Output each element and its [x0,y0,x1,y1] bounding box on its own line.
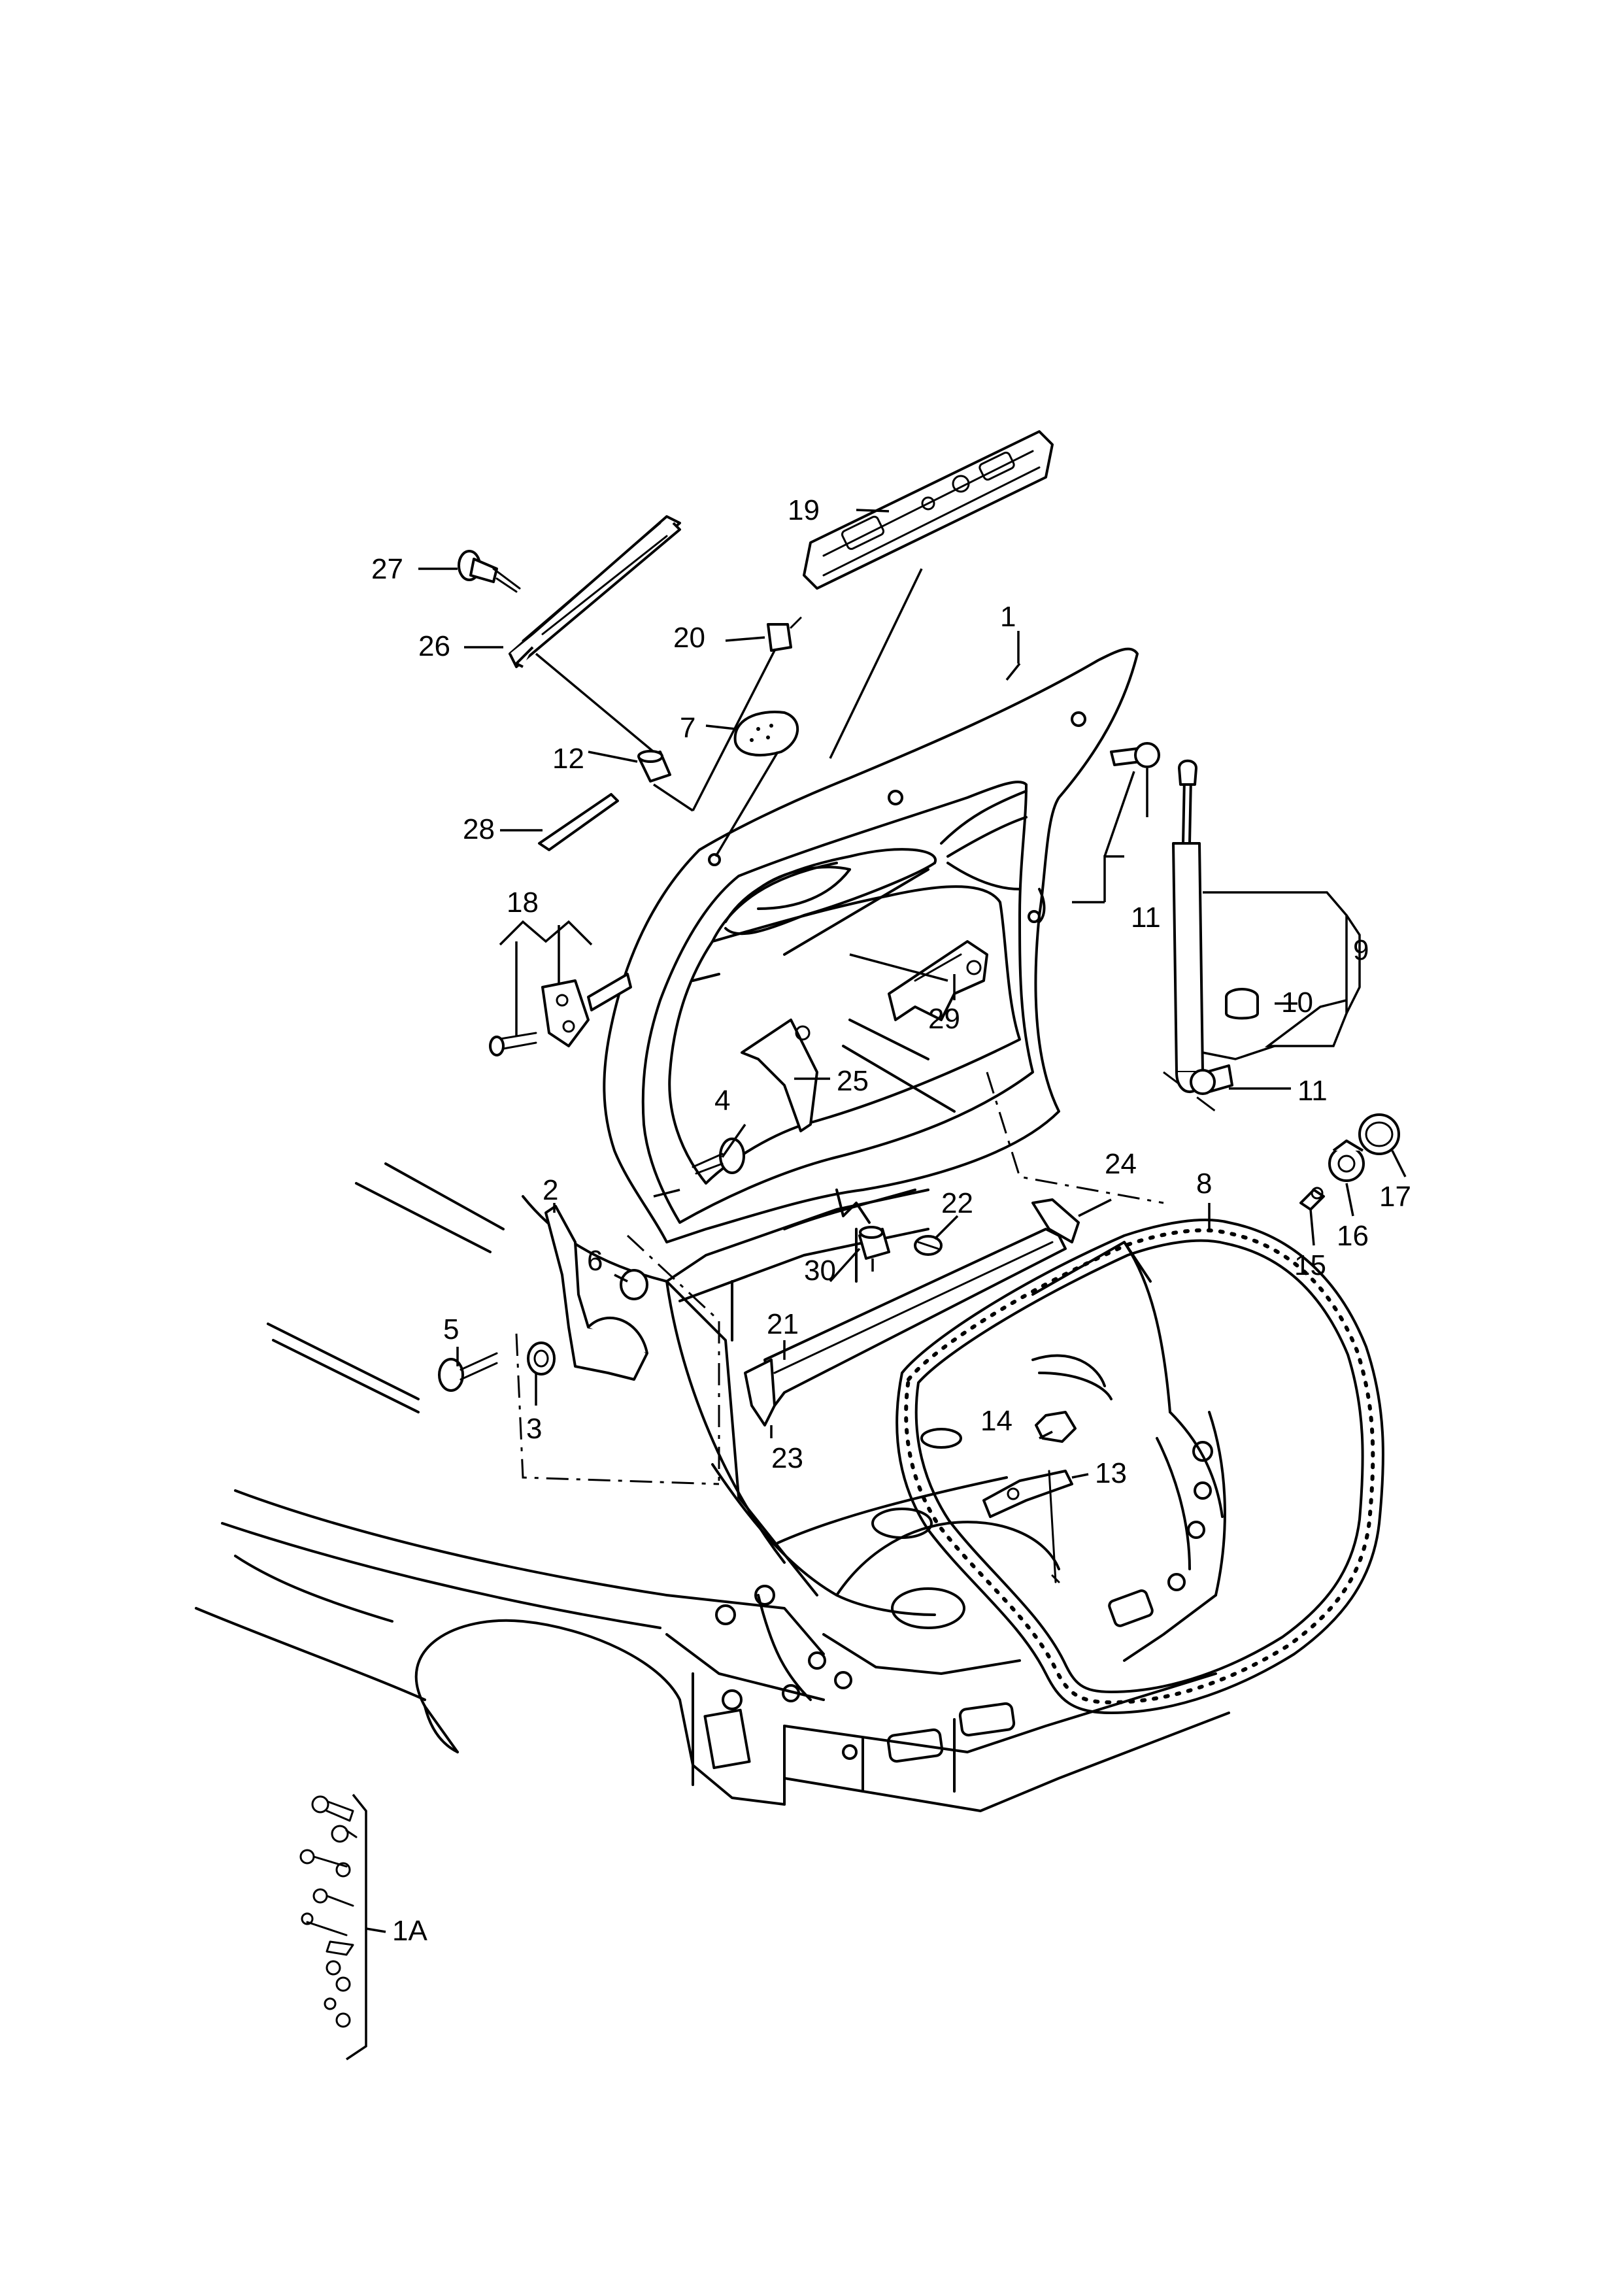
callout-19: 19 [788,494,820,526]
callout-1A: 1A [392,1915,427,1947]
callout-10: 10 [1281,987,1313,1019]
part-9-gas-strut [1172,759,1204,1093]
callout-22: 22 [941,1187,973,1219]
part-11-ball-stud-lower [1190,1064,1233,1095]
callout-11-upper: 11 [1131,902,1161,934]
callout-6: 6 [587,1245,603,1277]
callout-4: 4 [714,1085,730,1117]
callout-24: 24 [1105,1148,1137,1180]
part-24-end-cap [1031,1198,1080,1243]
callout-25: 25 [837,1065,869,1097]
callout-13: 13 [1095,1457,1127,1489]
part-3-washer [527,1342,556,1376]
callout-14: 14 [980,1405,1012,1437]
part-26-plate-frame [509,515,681,668]
callout-2: 2 [543,1174,558,1206]
callout-labels: 1 1A 2 3 4 5 6 7 8 9 10 11 11 12 13 14 1… [371,494,1411,1947]
part-17-cap [1358,1113,1400,1155]
callout-30: 30 [804,1255,836,1287]
vehicle-body [195,1071,1230,1812]
callout-12: 12 [552,743,584,775]
part-10-clip [1225,988,1259,1020]
part-23-end-cap [744,1359,776,1427]
callout-17: 17 [1379,1181,1411,1213]
part-12-nut [637,750,671,783]
callout-11-lower: 11 [1297,1075,1328,1107]
callout-8: 8 [1196,1168,1212,1200]
part-11-ball-stud-upper [1110,742,1160,768]
part-15-pin [1299,1187,1325,1211]
part-4-bolt [692,1138,745,1175]
part-28-emblem [538,793,619,851]
part-5-bolt [438,1352,498,1392]
callout-26: 26 [418,630,450,662]
callout-27: 27 [371,553,403,585]
part-16-buffer [1328,1140,1365,1182]
callout-28: 28 [463,813,495,845]
part-7-pad [733,711,799,756]
callout-3: 3 [526,1413,542,1445]
part-1A-fastener-kit [299,1793,386,2061]
tailgate-panel [603,647,1139,1243]
callout-9: 9 [1353,934,1369,966]
part-29-latch [888,940,988,1021]
callout-5: 5 [443,1313,459,1345]
part-30-buffer [858,1226,890,1260]
part-27-screw [458,550,521,593]
callout-21: 21 [767,1308,799,1340]
callout-15: 15 [1294,1249,1326,1281]
part-2-hinge-arm [544,1205,648,1381]
callout-29: 29 [928,1003,960,1035]
part-20-clip [767,616,802,652]
callout-18: 18 [507,886,539,919]
part-8-seal [895,1219,1384,1714]
part-25-bracket [741,1019,818,1132]
callout-16: 16 [1337,1220,1369,1252]
callout-23: 23 [771,1442,803,1474]
part-13-striker [982,1470,1073,1583]
callout-20: 20 [673,622,705,654]
leader-lines [418,509,1407,1479]
callout-7: 7 [680,712,695,744]
part-22-buffer [914,1235,943,1256]
part-18-hinge [489,973,632,1056]
part-19-handle-strip [803,430,1054,590]
callout-1: 1 [1000,601,1016,633]
part-6-nut [620,1269,648,1300]
